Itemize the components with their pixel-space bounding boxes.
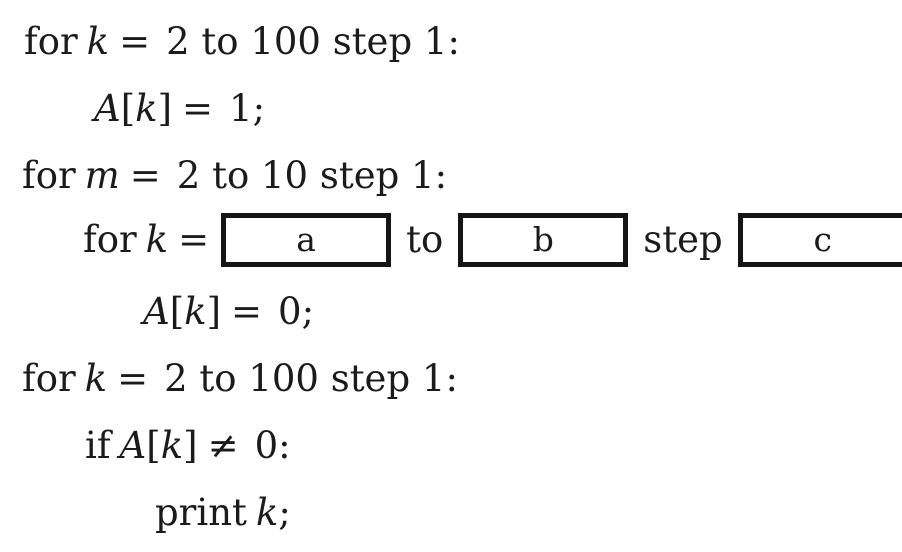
semicolon-text: ; [278, 491, 291, 534]
keyword-step: step [643, 217, 723, 261]
variable-k: k [86, 20, 110, 63]
blank-label-b: b [532, 219, 554, 259]
open-bracket: [ [169, 290, 185, 333]
keyword-for: for [22, 357, 76, 400]
equals-operator: = [178, 217, 210, 261]
not-equals-operator: ≠ [207, 424, 239, 467]
keyword-if: if [85, 424, 111, 467]
keyword-for: for [83, 217, 137, 261]
blank-box-b[interactable]: b [458, 212, 629, 267]
variable-k: k [255, 491, 279, 534]
variable-k: k [135, 87, 158, 130]
comparison-value: 0: [254, 424, 291, 467]
blank-label-c: c [813, 219, 832, 259]
blank-box-c[interactable]: c [737, 212, 902, 267]
variable-k: k [160, 424, 184, 467]
equals-operator: = [119, 20, 151, 63]
equals-operator: = [117, 357, 149, 400]
close-bracket: ] [206, 290, 222, 333]
close-bracket: ] [157, 87, 173, 130]
code-line-2: A[k]= 1; [0, 89, 902, 129]
keyword-to: to [406, 217, 444, 261]
equals-operator: = [129, 154, 161, 197]
keyword-for: for [22, 154, 76, 197]
open-bracket: [ [146, 424, 161, 467]
variable-k: k [84, 357, 108, 400]
close-bracket: ] [183, 424, 198, 467]
variable-A: A [94, 87, 121, 130]
loop-range-text: 2 to 100 step 1: [166, 20, 460, 63]
code-line-5: A[k]= 0; [0, 292, 902, 332]
variable-A: A [119, 424, 147, 467]
variable-k: k [145, 217, 169, 261]
blank-label-a: a [296, 219, 316, 259]
variable-A: A [143, 290, 170, 333]
keyword-for: for [24, 20, 78, 63]
open-bracket: [ [120, 87, 136, 130]
assignment-value: 1; [229, 87, 266, 130]
assignment-value: 0; [278, 290, 315, 333]
loop-range-text: 2 to 100 step 1: [164, 357, 458, 400]
variable-m: m [84, 154, 120, 197]
variable-k: k [184, 290, 207, 333]
blank-box-a[interactable]: a [221, 212, 392, 267]
equals-operator: = [231, 290, 263, 333]
loop-range-text: 2 to 10 step 1: [176, 154, 448, 197]
keyword-print: print [155, 491, 247, 534]
equals-operator: = [182, 87, 214, 130]
